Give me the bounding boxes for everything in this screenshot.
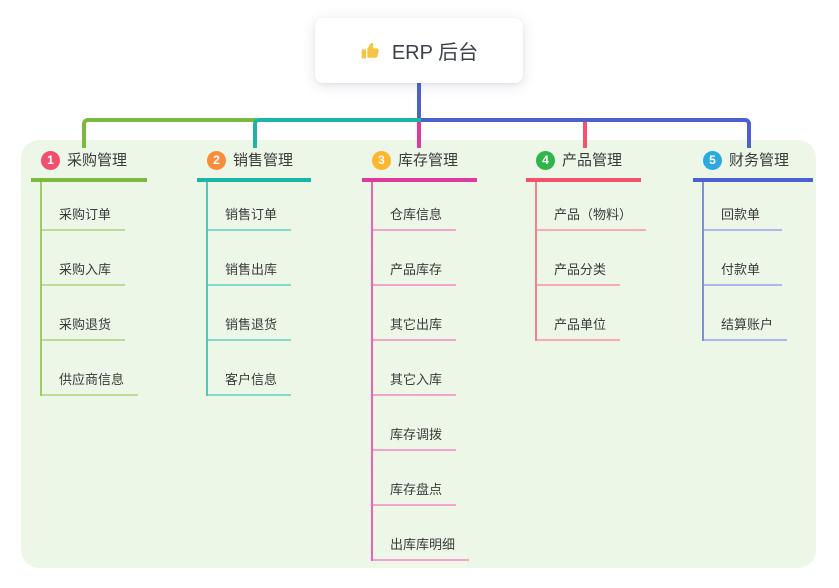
child-node[interactable]: 产品单位	[537, 286, 621, 341]
branch-inventory: 3 库存管理 仓库信息产品库存其它出库其它入库库存调拨库存盘点出库库明细	[362, 146, 477, 561]
child-node[interactable]: 库存盘点	[373, 451, 457, 506]
child-node[interactable]: 出库库明细	[373, 506, 470, 561]
child-node[interactable]: 采购退货	[42, 286, 126, 341]
branch-children: 销售订单销售出库销售退货客户信息	[206, 182, 311, 396]
branch-label: 销售管理	[233, 152, 294, 169]
branch-number-badge: 2	[207, 151, 226, 170]
child-node[interactable]: 仓库信息	[373, 182, 457, 231]
connector-branch-2	[253, 118, 422, 148]
connector-branch-4	[583, 122, 587, 148]
root-label: ERP 后台	[391, 42, 479, 64]
branch-node[interactable]: 3 库存管理	[362, 146, 477, 182]
root-node[interactable]: ERP 后台	[315, 18, 523, 83]
branch-number-badge: 1	[41, 151, 60, 170]
root-stem-line	[417, 83, 421, 122]
mindmap-panel	[21, 140, 816, 568]
branch-node[interactable]: 1 采购管理	[31, 146, 147, 182]
child-node[interactable]: 采购订单	[42, 182, 126, 231]
branch-children: 产品（物料）产品分类产品单位	[535, 182, 647, 341]
branch-sales: 2 销售管理 销售订单销售出库销售退货客户信息	[197, 146, 311, 396]
child-node[interactable]: 销售退货	[208, 286, 292, 341]
child-node[interactable]: 回款单	[704, 182, 782, 231]
child-node[interactable]: 供应商信息	[42, 341, 139, 396]
child-node[interactable]: 客户信息	[208, 341, 292, 396]
branch-purchase: 1 采购管理 采购订单采购入库采购退货供应商信息	[31, 146, 147, 396]
child-node[interactable]: 其它入库	[373, 341, 457, 396]
branch-finance: 5 财务管理 回款单付款单结算账户	[693, 146, 813, 341]
branch-node[interactable]: 2 销售管理	[197, 146, 311, 182]
child-node[interactable]: 采购入库	[42, 231, 126, 286]
branch-node[interactable]: 5 财务管理	[693, 146, 813, 182]
branch-children: 回款单付款单结算账户	[702, 182, 813, 341]
connector-branch-1	[82, 118, 257, 148]
branch-number-badge: 3	[372, 151, 391, 170]
branch-label: 采购管理	[67, 152, 128, 169]
connector-branch-5	[421, 118, 751, 148]
branch-number-badge: 4	[536, 151, 555, 170]
branch-label: 库存管理	[398, 152, 459, 169]
child-node[interactable]: 付款单	[704, 231, 782, 286]
branch-label: 产品管理	[562, 152, 623, 169]
branch-product: 4 产品管理 产品（物料）产品分类产品单位	[526, 146, 647, 341]
thumbs-up-icon	[360, 40, 382, 62]
child-node[interactable]: 产品分类	[537, 231, 621, 286]
child-node[interactable]: 结算账户	[704, 286, 788, 341]
child-node[interactable]: 销售订单	[208, 182, 292, 231]
branch-children: 仓库信息产品库存其它出库其它入库库存调拨库存盘点出库库明细	[371, 182, 477, 561]
child-node[interactable]: 产品库存	[373, 231, 457, 286]
branch-children: 采购订单采购入库采购退货供应商信息	[40, 182, 147, 396]
branch-number-badge: 5	[703, 151, 722, 170]
branch-label: 财务管理	[729, 152, 790, 169]
child-node[interactable]: 库存调拨	[373, 396, 457, 451]
branch-node[interactable]: 4 产品管理	[526, 146, 641, 182]
child-node[interactable]: 销售出库	[208, 231, 292, 286]
connector-branch-3	[417, 122, 421, 148]
child-node[interactable]: 产品（物料）	[537, 182, 647, 231]
child-node[interactable]: 其它出库	[373, 286, 457, 341]
